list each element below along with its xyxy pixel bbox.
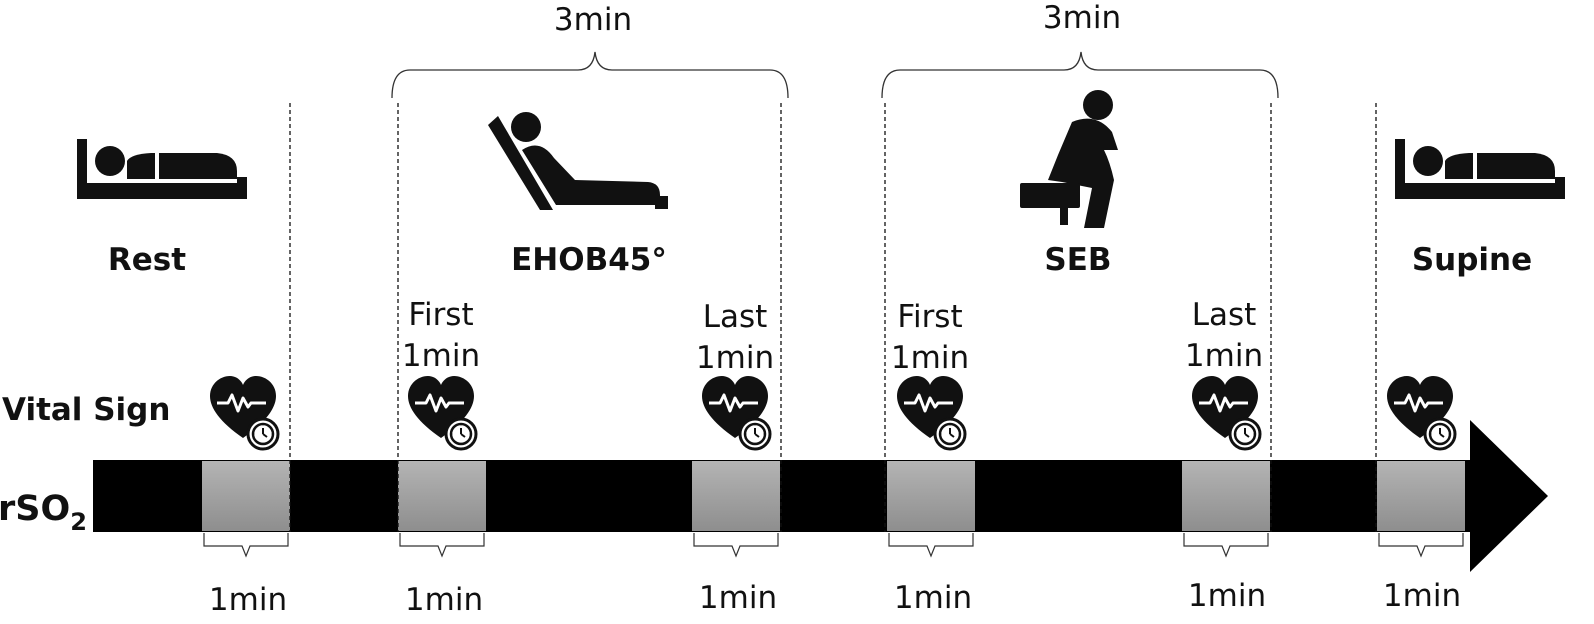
heart-monitor-clock-icon — [700, 374, 772, 451]
measurement-window — [398, 461, 486, 531]
measurement-window — [887, 461, 975, 531]
brace-window — [1183, 533, 1269, 558]
duration-braces — [391, 51, 1279, 99]
heart-monitor-clock-icon — [406, 374, 478, 451]
phase-label-rest: Rest — [108, 242, 186, 278]
window-top-label-line2: 1min — [1185, 338, 1263, 374]
measurement-window — [1182, 461, 1270, 531]
window-top-label-line2: 1min — [891, 340, 969, 376]
phase-label-seb: SEB — [1044, 242, 1111, 278]
measurement-window — [202, 461, 290, 531]
rso2-subscript: 2 — [70, 508, 87, 536]
sitting-person-icon — [1020, 90, 1118, 228]
window-top-label-line2: 1min — [402, 338, 480, 374]
heart-monitor-clock-icon — [1190, 374, 1262, 451]
duration-label-seb: 3min — [1043, 0, 1121, 36]
reclined-person-icon — [488, 112, 668, 210]
heart-monitor-clock-icon — [895, 374, 967, 451]
heart-monitor-clock-icon — [1385, 374, 1457, 451]
bed-icon — [1395, 139, 1565, 199]
brace-window — [1378, 533, 1464, 558]
heart-monitor-clock-icon — [208, 374, 280, 451]
phase-boundaries — [289, 103, 1377, 532]
measurement-window — [692, 461, 780, 531]
window-bottom-label: 1min — [209, 582, 287, 618]
window-bottom-label: 1min — [699, 580, 777, 616]
rso2-main: rSO — [0, 489, 70, 529]
window-bottom-label: 1min — [894, 580, 972, 616]
row-label-vital-sign: Vital Sign — [2, 392, 170, 428]
row-label-rso2: rSO2 — [0, 489, 87, 536]
bed-icon — [77, 139, 247, 199]
window-top-label-line1: First — [897, 299, 962, 335]
window-top-label-line1: Last — [703, 299, 768, 335]
phase-label-supine: Supine — [1412, 242, 1532, 278]
timeline-arrow — [93, 420, 1548, 572]
duration-label-ehob: 3min — [554, 2, 632, 38]
brace-window — [399, 533, 485, 558]
window-braces — [203, 533, 1464, 558]
brace-seb — [881, 51, 1279, 99]
window-bottom-label: 1min — [1383, 578, 1461, 614]
window-top-label-line2: 1min — [696, 340, 774, 376]
brace-window — [203, 533, 289, 558]
window-bottom-label: 1min — [1188, 578, 1266, 614]
brace-window — [888, 533, 974, 558]
window-bottom-label: 1min — [405, 582, 483, 618]
brace-window — [693, 533, 779, 558]
measurement-window — [1377, 461, 1465, 531]
measurement-windows — [202, 461, 1465, 531]
brace-ehob — [391, 51, 789, 99]
window-top-label-line1: First — [408, 297, 473, 333]
window-top-label-line1: Last — [1192, 297, 1257, 333]
phase-label-ehob45: EHOB45° — [511, 242, 667, 278]
